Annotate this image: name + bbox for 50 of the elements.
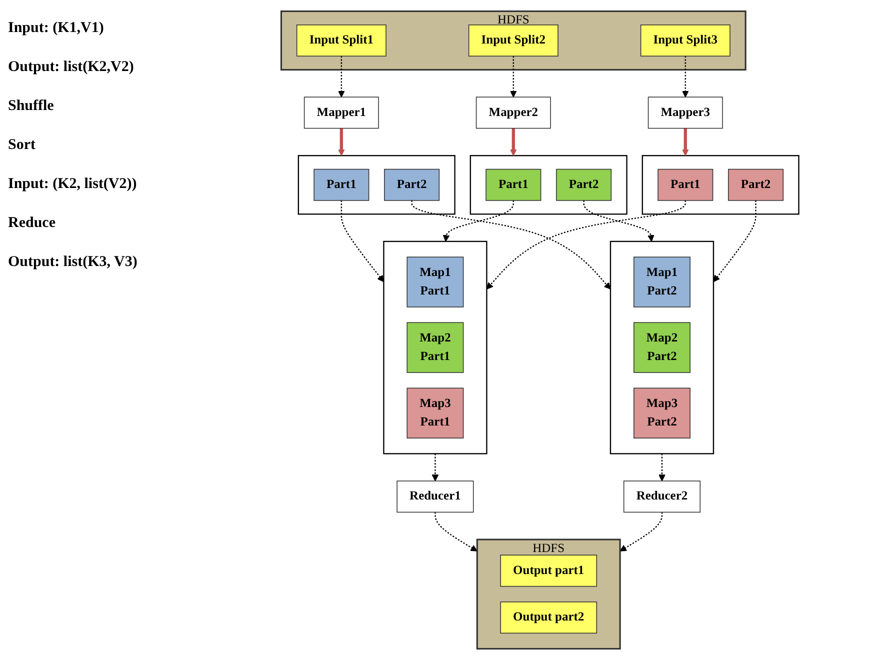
node-box: Part2 [556, 168, 612, 201]
node-box: Map2 Part1 [406, 322, 464, 373]
node-box: Map3 Part2 [634, 388, 690, 438]
arrow [510, 128, 517, 156]
node-box: Mapper1 [304, 96, 379, 129]
arrow [682, 56, 689, 98]
node-box: Mapper2 [476, 96, 551, 129]
node-box: Map1 Part2 [634, 256, 690, 308]
arrow [620, 512, 663, 552]
node-box: Part2 [384, 168, 440, 201]
node-box: Output part2 [500, 602, 598, 634]
annotation-text: Output: list(K2,V2) [8, 59, 135, 76]
node-box: Map2 Part2 [634, 322, 690, 373]
cluster [610, 240, 714, 454]
arrow [658, 454, 666, 482]
annotation-text: Reduce [8, 215, 56, 232]
cluster [298, 155, 456, 215]
node-box: Map1 Part1 [406, 256, 464, 308]
cluster [642, 155, 800, 215]
annotation-text: Sort [8, 137, 36, 154]
arrow [411, 200, 611, 290]
node-box: Reducer2 [623, 480, 700, 513]
arrow [434, 512, 478, 552]
node-box: Mapper3 [648, 96, 723, 129]
node-box: Input Split2 [468, 24, 558, 56]
annotation-text: Input: (K2, list(V2)) [8, 176, 138, 193]
arrow [682, 128, 689, 156]
node-box: Output part1 [500, 554, 598, 587]
cluster [383, 240, 488, 454]
node-box: Part1 [658, 168, 714, 201]
annotation-text: Shuffle [8, 98, 55, 115]
node-box: Part2 [728, 168, 784, 201]
arrow [340, 200, 384, 282]
node-box: Part1 [486, 168, 542, 201]
arrow [338, 128, 345, 156]
node-box: Part1 [314, 168, 370, 201]
node-box: Input Split3 [640, 24, 730, 56]
cluster [470, 155, 628, 215]
node-box: Input Split1 [296, 24, 386, 56]
arrow [338, 56, 345, 98]
annotation-text: Input: (K1,V1) [8, 20, 105, 37]
arrow [432, 454, 439, 482]
arrow [486, 200, 686, 290]
node-box: Reducer1 [396, 480, 474, 513]
arrow [713, 200, 756, 282]
annotation-text: Output: list(K3, V3) [8, 254, 138, 271]
arrow [442, 200, 514, 242]
node-box: Map3 Part1 [406, 388, 464, 438]
arrow [510, 56, 517, 98]
arrow [583, 200, 654, 242]
